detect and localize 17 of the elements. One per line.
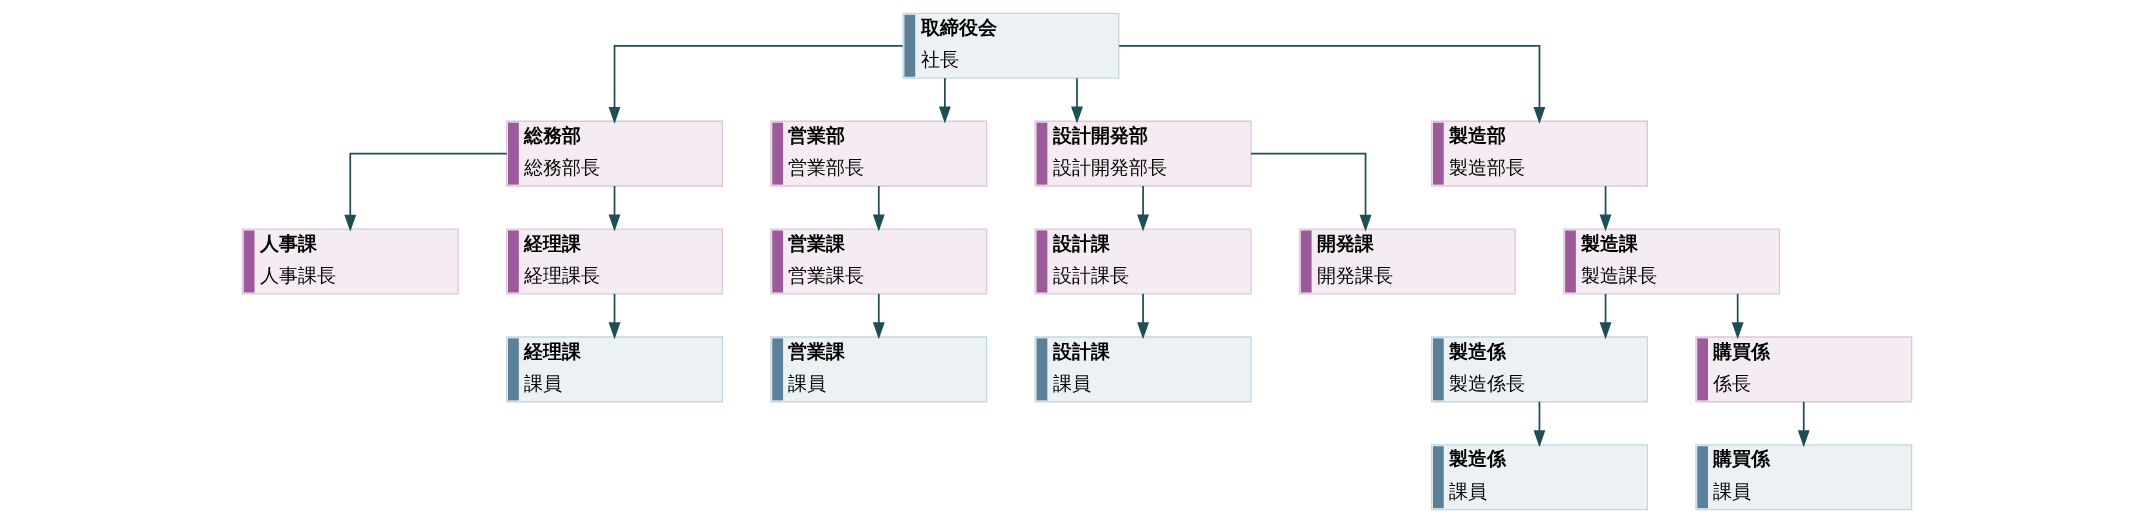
arrow (1599, 293, 1611, 340)
arrow (1731, 293, 1744, 340)
arrow (1070, 77, 1083, 124)
arrow (343, 152, 508, 232)
arrow (1797, 400, 1810, 448)
arrow (1136, 185, 1149, 232)
arrow (1599, 185, 1611, 232)
arrow (608, 185, 620, 232)
arrow (1249, 152, 1371, 232)
arrow (872, 185, 885, 232)
arrow (1533, 400, 1545, 448)
arrow (608, 293, 620, 340)
arrow (938, 77, 951, 124)
arrow (1117, 44, 1545, 124)
arrow (608, 44, 903, 124)
arrow (1136, 293, 1149, 340)
arrow (872, 293, 885, 340)
